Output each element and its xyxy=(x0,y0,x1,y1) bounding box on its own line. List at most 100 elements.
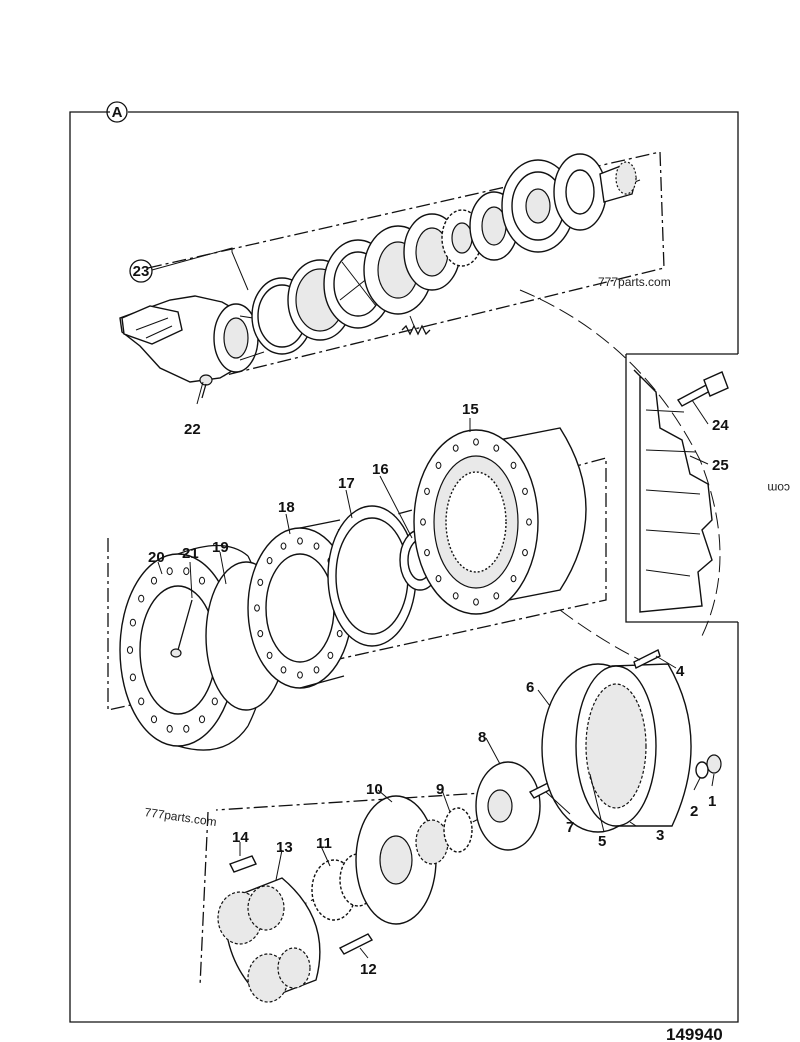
callout-6: 6 xyxy=(526,679,534,696)
bolt-hole xyxy=(313,542,320,550)
bolt-hole xyxy=(526,518,532,526)
callout-5: 5 xyxy=(598,833,606,850)
bolt-hole xyxy=(336,630,343,638)
bolt-hole xyxy=(166,567,173,576)
bolt-hole xyxy=(435,461,442,469)
bolt-hole xyxy=(266,651,273,660)
bolt-hole xyxy=(313,666,320,674)
callout-9: 9 xyxy=(436,781,444,798)
hydraulic-motor-housing xyxy=(119,295,267,383)
leader-lines xyxy=(157,381,715,959)
callout-18: 18 xyxy=(278,499,295,516)
gear-9 xyxy=(443,807,473,853)
bearing-ring-18 xyxy=(247,519,353,689)
bolt-hole xyxy=(254,604,260,612)
bolt-hole xyxy=(257,630,264,638)
bolt-hole xyxy=(493,444,500,452)
seal-17 xyxy=(327,505,417,647)
bolt-hole xyxy=(473,598,479,606)
bolt-hole xyxy=(510,575,517,583)
view-marker: A xyxy=(106,101,128,123)
sprocket-panel-border xyxy=(625,353,738,623)
bolt-hole xyxy=(126,646,134,654)
callout-14: 14 xyxy=(232,829,249,846)
callout-11: 11 xyxy=(316,835,332,852)
callout-16: 16 xyxy=(372,461,389,478)
motor-group-outline xyxy=(147,151,665,379)
planet-carrier-13 xyxy=(217,877,321,1003)
bolt-hole xyxy=(166,724,173,733)
bolt-hole xyxy=(150,576,158,585)
watermark-top: 777parts.com xyxy=(598,275,671,289)
callout-21: 21 xyxy=(182,545,199,562)
callout-13: 13 xyxy=(276,839,293,856)
brake-spring xyxy=(401,315,431,336)
hub-15 xyxy=(413,427,587,615)
flange-bolt xyxy=(170,599,193,658)
bolt-12 xyxy=(338,933,374,955)
callout-17: 17 xyxy=(338,475,355,492)
callout-25: 25 xyxy=(712,457,729,474)
input-shaft-spline xyxy=(599,161,637,203)
watermark-edge: com xyxy=(767,481,790,495)
callout-20: 20 xyxy=(148,549,165,566)
bolt-hole xyxy=(138,594,145,603)
callout-4: 4 xyxy=(676,663,685,680)
callout-7: 7 xyxy=(566,819,574,836)
callout-3: 3 xyxy=(656,827,664,844)
watermark-bottom: 777parts.com xyxy=(144,805,218,829)
bolt-hole xyxy=(257,578,264,587)
callout-10: 10 xyxy=(366,781,383,798)
sprocket-bolt-24 xyxy=(676,371,729,407)
bolt-hole xyxy=(424,487,430,495)
bolt-hole xyxy=(129,673,136,682)
bolt-hole xyxy=(129,618,136,627)
bolt-hole xyxy=(420,518,426,526)
bolt-hole xyxy=(435,575,442,583)
bolt-hole xyxy=(510,461,517,469)
assembly-marker: 23 xyxy=(129,247,249,291)
hub-group-outline xyxy=(107,457,607,711)
bolt-hole xyxy=(297,537,303,545)
svg-text:A: A xyxy=(112,104,123,121)
bolt-hole xyxy=(198,715,206,724)
bolt-hole xyxy=(183,567,190,576)
frame-border xyxy=(69,111,739,1023)
bolt-hole xyxy=(198,576,206,585)
bolt-hole xyxy=(266,557,273,565)
bolt-hole xyxy=(522,549,528,557)
callout-8: 8 xyxy=(478,729,486,746)
callouts: 1 2 3 4 5 6 7 8 9 10 11 12 13 14 15 16 1… xyxy=(148,401,729,978)
bolt-hole xyxy=(280,666,287,674)
bolt-hole xyxy=(280,542,287,550)
drawing-number: 149940 xyxy=(666,1025,723,1042)
bolt-hole xyxy=(150,715,158,724)
pin-14 xyxy=(229,855,257,873)
callout-2: 2 xyxy=(690,803,698,820)
callout-24: 24 xyxy=(712,417,729,434)
bolt-hole xyxy=(452,592,459,600)
bolt-hole xyxy=(522,487,528,495)
bolt-hole xyxy=(424,549,430,557)
bolt-hole xyxy=(211,697,218,706)
bolt-hole xyxy=(297,671,303,679)
svg-text:23: 23 xyxy=(133,263,150,280)
bolt-hole xyxy=(327,651,334,660)
hub-bolt-holes xyxy=(420,438,532,606)
plug-1 xyxy=(706,754,722,774)
bolt-hole xyxy=(452,444,459,452)
housing-3 xyxy=(575,663,692,827)
brake-cover xyxy=(553,153,607,231)
carrier-10 xyxy=(355,795,449,925)
callout-19: 19 xyxy=(212,539,229,556)
bolt-4 xyxy=(633,649,661,669)
bolt-hole xyxy=(138,697,145,706)
washer-2 xyxy=(695,761,709,779)
carrier-plate-8 xyxy=(475,761,541,851)
callout-12: 12 xyxy=(360,961,377,978)
callout-1: 1 xyxy=(708,793,716,810)
bolt-hole xyxy=(183,724,190,733)
callout-15: 15 xyxy=(462,401,479,418)
bolt-hole xyxy=(493,592,500,600)
